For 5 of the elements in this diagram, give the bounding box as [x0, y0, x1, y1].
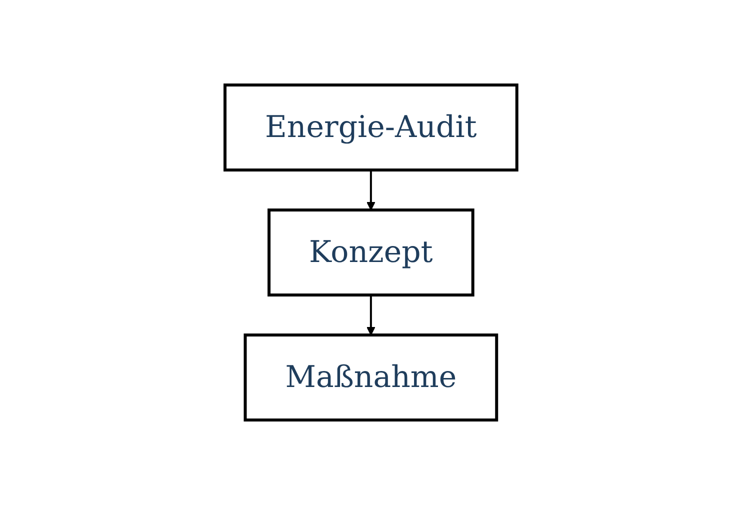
node-box: Maßnahme — [243, 334, 498, 422]
node-box: Energie-Audit — [223, 84, 518, 172]
node-box: Konzept — [267, 208, 474, 296]
arrow — [366, 295, 375, 336]
arrow — [366, 170, 375, 210]
